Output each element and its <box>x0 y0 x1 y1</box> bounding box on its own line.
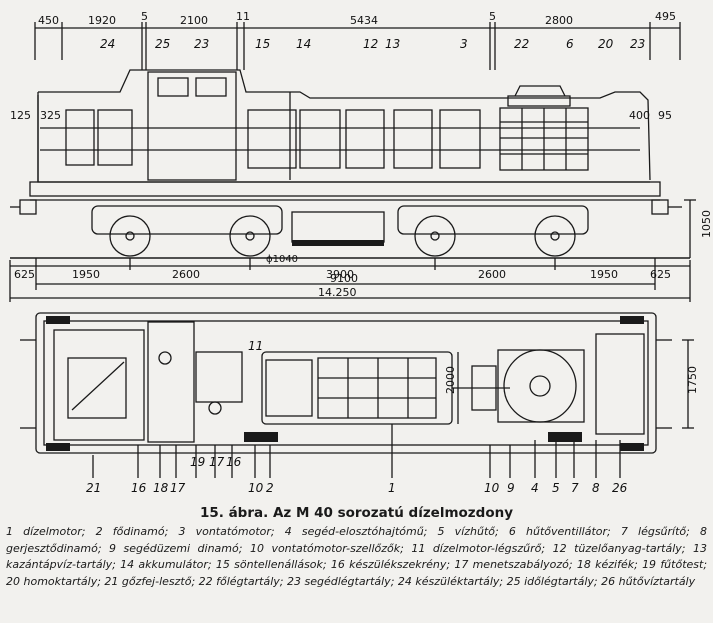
part-23a: 23 <box>194 37 209 51</box>
plan-num-16a: 16 <box>131 481 147 495</box>
side-edge-dimensions: 125 325 400 95 1050 ϕ1040 <box>10 109 713 265</box>
plan-num-7: 7 <box>571 481 579 495</box>
dim-b-4: 2600 <box>478 268 506 281</box>
part-25: 25 <box>155 37 170 51</box>
dim-right-1: 95 <box>658 109 672 122</box>
legend-item: 1 dízelmotor; <box>6 525 86 538</box>
plan-num-10a: 10 <box>248 481 264 495</box>
part-13: 13 <box>385 37 400 51</box>
plan-num-19: 19 <box>190 455 205 469</box>
legend-item: 18 kézifék; <box>576 558 638 571</box>
plan-num-18: 18 <box>153 481 169 495</box>
legend-item: 19 fűtőtest; <box>642 558 708 571</box>
plan-num-9: 9 <box>507 481 515 495</box>
plan-num-17a: 17 <box>170 481 186 495</box>
dim-wheelbase: 9100 <box>330 272 358 285</box>
legend-item: 12 tüzelőanyag-tartály; <box>552 541 686 555</box>
legend-item: 24 készüléktartály; <box>397 574 504 588</box>
plan-labels: 11 2000 1750 <box>248 339 699 394</box>
part-3: 3 <box>460 37 468 51</box>
dim-total-length: 14.250 <box>318 286 357 299</box>
dim-b-1: 1950 <box>72 268 100 281</box>
part-24: 24 <box>100 37 115 51</box>
side-part-numbers: 24 25 23 15 14 12 13 3 22 6 20 23 <box>100 37 645 51</box>
part-12: 12 <box>363 37 378 51</box>
plan-num-1: 1 <box>388 481 396 495</box>
plan-num-10b: 10 <box>484 481 500 495</box>
dim-top-2: 5 <box>141 10 148 23</box>
legend-item: 20 homoktartály; <box>6 574 101 588</box>
dim-b-3: 3900 <box>326 268 354 281</box>
dim-top-5: 5434 <box>350 14 378 27</box>
legend-item: 21 gőzfej-lesztő; <box>104 574 196 588</box>
legend-item: 26 hűtővíztartály <box>601 574 696 588</box>
plan-11: 11 <box>248 339 263 353</box>
legend-item: 3 vontatómotor; <box>178 525 275 538</box>
dim-top-4: 11 <box>236 10 250 23</box>
dim-top-3: 2100 <box>180 14 208 27</box>
figure-caption: 15. ábra. Az M 40 sorozatú dízelmozdony <box>199 505 514 521</box>
legend-item: 11 dízelmotor-légszűrő; <box>411 541 546 555</box>
side-bottom-dimensions: 625 1950 2600 3900 2600 1950 625 9100 14… <box>14 268 671 299</box>
legend-item: 22 főlégtartály; <box>198 574 284 588</box>
legend-item: 2 fődinamó; <box>95 525 169 538</box>
plan-right-dim: 1750 <box>686 366 699 394</box>
legend-item: 4 segéd-elosztóhajtómű; <box>284 525 428 538</box>
legend-item: 25 időlégtartály; <box>506 574 598 588</box>
legend-item: 13 kazántápvíz-tartály; <box>6 541 707 572</box>
plan-view <box>20 312 694 478</box>
plan-num-16b: 16 <box>226 455 242 469</box>
part-23b: 23 <box>630 37 645 51</box>
part-22: 22 <box>514 37 529 51</box>
plan-width: 2000 <box>444 366 457 394</box>
plan-num-21: 21 <box>86 481 101 495</box>
legend-item: 17 menetszabályozó; <box>454 558 573 571</box>
dim-top-7: 2800 <box>545 14 573 27</box>
plan-num-2: 2 <box>266 481 274 495</box>
wheel-diameter: ϕ1040 <box>266 254 298 265</box>
dim-b-5: 1950 <box>590 268 618 281</box>
plan-num-5: 5 <box>552 481 560 495</box>
legend-item: 7 légsűrítő; <box>620 525 690 538</box>
plan-num-8: 8 <box>592 481 600 495</box>
part-20: 20 <box>598 37 614 51</box>
dim-b-2: 2600 <box>172 268 200 281</box>
plan-num-4: 4 <box>531 481 539 495</box>
dim-right-0: 400 <box>629 109 650 122</box>
plan-num-26: 26 <box>612 481 628 495</box>
dim-left-0: 125 <box>10 109 31 122</box>
legend-item: 14 akkumulátor; <box>120 558 212 571</box>
dim-left-1: 325 <box>40 109 61 122</box>
dim-top-1: 1920 <box>88 14 116 27</box>
side-view <box>9 22 696 302</box>
legend-item: 10 vontatómotor-szellőzők; <box>249 541 404 555</box>
dim-top-6: 5 <box>489 10 496 23</box>
legend-item: 9 segédüzemi dinamó; <box>109 541 243 555</box>
parts-legend: 1 dízelmotor; 2 fődinamó; 3 vontatómotor… <box>6 524 707 590</box>
dim-top-0: 450 <box>38 14 59 27</box>
side-top-dimensions: 450 1920 5 2100 11 5434 5 2800 495 <box>38 10 676 27</box>
dim-b-6: 625 <box>650 268 671 281</box>
dim-top-8: 495 <box>655 10 676 23</box>
legend-item: 16 készülékszekrény; <box>330 558 451 571</box>
part-15: 15 <box>255 37 270 51</box>
dim-height: 1050 <box>700 210 713 238</box>
plan-num-17b: 17 <box>209 455 225 469</box>
locomotive-drawing: 450 1920 5 2100 11 5434 5 2800 495 24 25… <box>9 10 713 495</box>
legend-item: 15 söntellenállások; <box>215 558 327 571</box>
legend-item: 8 gerjesztődinamó; <box>6 525 707 555</box>
plan-bottom-numbers: 21 16 18 17 19 17 16 10 2 1 10 9 4 5 7 8… <box>86 455 628 495</box>
legend-item: 23 segédlégtartály; <box>286 574 395 588</box>
dim-b-0: 625 <box>14 268 35 281</box>
legend-item: 5 vízhűtő; <box>437 525 499 538</box>
part-14: 14 <box>296 37 311 51</box>
legend-item: 6 hűtőventillátor; <box>508 525 611 538</box>
part-6: 6 <box>566 37 574 51</box>
